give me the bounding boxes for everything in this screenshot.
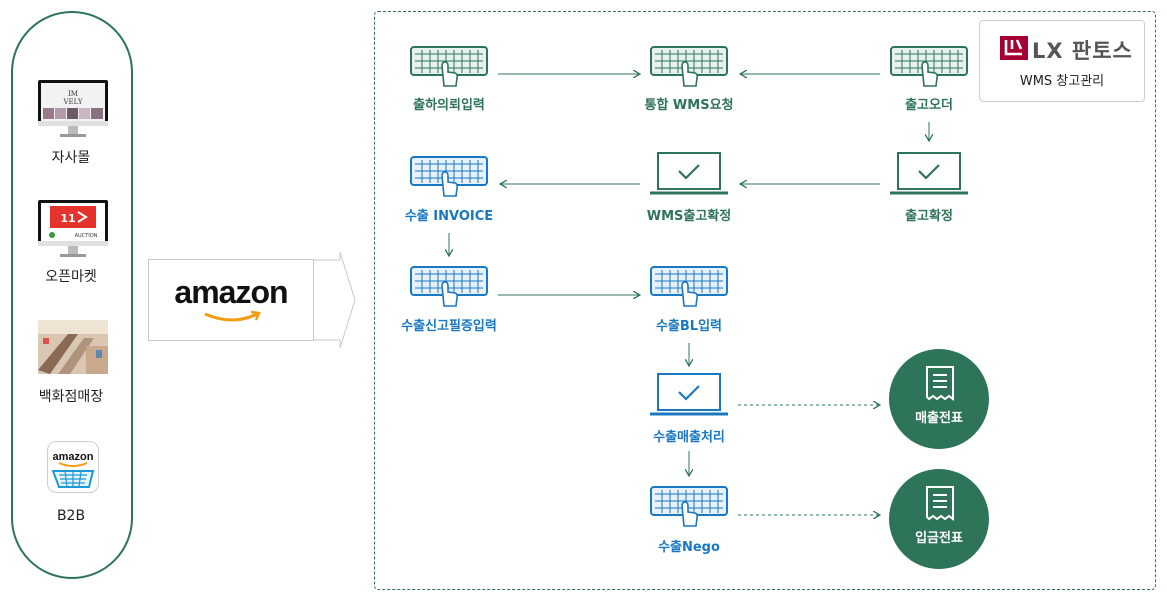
amazon-logo-box: amazon (148, 259, 314, 341)
channel-label-b2b: B2B (56, 508, 86, 524)
node-export-invoice: 수출 INVOICE (404, 209, 494, 224)
channel-label-open-market: 오픈마켓 (45, 269, 97, 285)
node-export-nego: 수출Nego (658, 540, 720, 555)
node-export-sales: 수출매출처리 (653, 430, 725, 445)
lx-brand-text: LX 판토스 (1032, 39, 1133, 63)
keyboard-icon (410, 156, 488, 197)
sales-slip-circle: 매출전표 (889, 349, 989, 449)
channel-label-department-store: 백화점매장 (38, 389, 104, 405)
deposit-slip-label: 입금전표 (915, 531, 963, 546)
keyboard-icon (410, 46, 488, 87)
sales-channels-panel (11, 11, 133, 579)
sales-slip-label: 매출전표 (915, 411, 963, 426)
svg-text:VELY: VELY (63, 98, 83, 106)
deposit-slip-circle: 입금전표 (889, 469, 989, 569)
keyboard-icon (650, 266, 728, 307)
flow-to-wms-arrow-icon (314, 251, 356, 349)
laptop-check-icon (650, 152, 728, 195)
laptop-check-icon (650, 373, 728, 416)
monitor-11st-icon: 11 AUCTION (38, 200, 108, 262)
monitor-shop-icon: IM VELY (38, 80, 108, 142)
b2b-amazon-text: amazon (53, 451, 94, 463)
node-export-declaration: 수출신고필증입력 (401, 319, 497, 334)
node-wms-release-confirm: WMS출고확정 (646, 209, 732, 224)
keyboard-icon (650, 486, 728, 527)
channel-label-own-mall: 자사몰 (51, 150, 91, 166)
amazon-logo-text: amazon (174, 274, 288, 310)
lx-subtitle: WMS 창고관리 (1019, 74, 1105, 89)
11st-brand-text: 11 (60, 212, 75, 225)
department-store-photo-icon (38, 320, 108, 378)
laptop-check-icon (890, 152, 968, 195)
keyboard-icon (650, 46, 728, 87)
node-release-confirm: 출고확정 (905, 209, 953, 224)
lx-pantos-box: LX 판토스 WMS 창고관리 (979, 20, 1145, 102)
node-release-order: 출고오더 (905, 98, 953, 113)
amazon-smile-icon (204, 310, 261, 322)
receipt-icon (926, 366, 954, 401)
node-wms-request: 통합 WMS요청 (644, 98, 734, 113)
node-export-bl: 수출BL입력 (655, 319, 723, 334)
lx-logo-icon (1000, 36, 1028, 60)
keyboard-icon (890, 46, 968, 87)
svg-text:IM: IM (68, 90, 78, 98)
keyboard-icon (410, 266, 488, 307)
auction-brand-text: AUCTION (75, 233, 98, 239)
receipt-icon (926, 486, 954, 521)
amazon-cart-icon: amazon (47, 441, 99, 497)
wms-process-panel (374, 11, 1156, 590)
node-outbound-request: 출하의뢰입력 (413, 98, 485, 113)
